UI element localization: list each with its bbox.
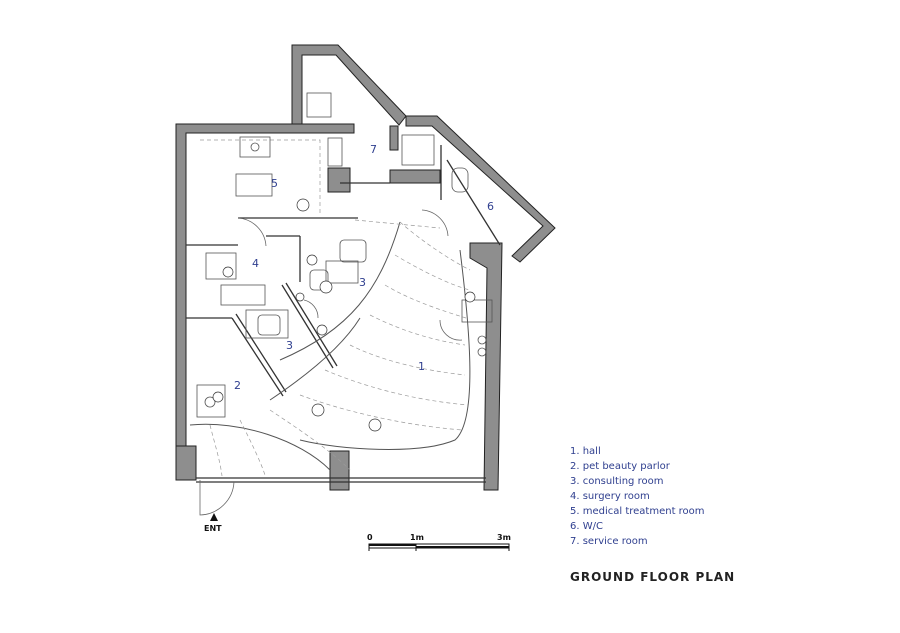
grooming-tub <box>196 384 226 418</box>
room-number-2: 2 <box>234 379 241 392</box>
exterior-walls <box>175 44 556 491</box>
room-number-6: 6 <box>487 200 494 213</box>
room-number-7: 7 <box>370 143 377 156</box>
legend-item: 6. W/C <box>570 521 603 532</box>
entrance-arrow-icon <box>210 513 218 521</box>
scale-label-1m: 1m <box>410 533 424 542</box>
entrance-label: ENT <box>204 524 222 533</box>
surgery-table <box>205 252 237 280</box>
hall-curved-walls <box>189 221 471 471</box>
room-number-3a: 3 <box>359 276 366 289</box>
treatment-table <box>235 173 273 197</box>
interior-partitions <box>186 145 501 483</box>
toilet <box>451 167 469 193</box>
service-sink <box>306 92 332 118</box>
sink-counter <box>239 136 271 158</box>
radial-guide-lines <box>200 139 471 477</box>
fixtures <box>196 92 493 418</box>
scale-label-3m: 3m <box>497 533 511 542</box>
door-swings <box>199 209 463 516</box>
legend-item: 2. pet beauty parlor <box>570 461 670 472</box>
scale-bar: 0 1m 3m <box>367 533 511 551</box>
room-legend: 1. hall 2. pet beauty parlor 3. consulti… <box>570 444 705 549</box>
legend-item: 4. surgery room <box>570 491 650 502</box>
drawing-title: GROUND FLOOR PLAN <box>570 570 736 584</box>
legend-item: 5. medical treatment room <box>570 506 705 517</box>
shower-tray <box>401 134 435 166</box>
room-number-3b: 3 <box>286 339 293 352</box>
legend-item: 1. hall <box>570 446 601 457</box>
figures <box>212 198 476 432</box>
reception-desk <box>461 299 493 323</box>
legend-item: 3. consulting room <box>570 476 664 487</box>
scale-label-0: 0 <box>367 533 373 542</box>
room-number-1: 1 <box>418 360 425 373</box>
room-number-4: 4 <box>252 257 259 270</box>
legend-item: 7. service room <box>570 536 648 547</box>
room-number-5: 5 <box>271 177 278 190</box>
